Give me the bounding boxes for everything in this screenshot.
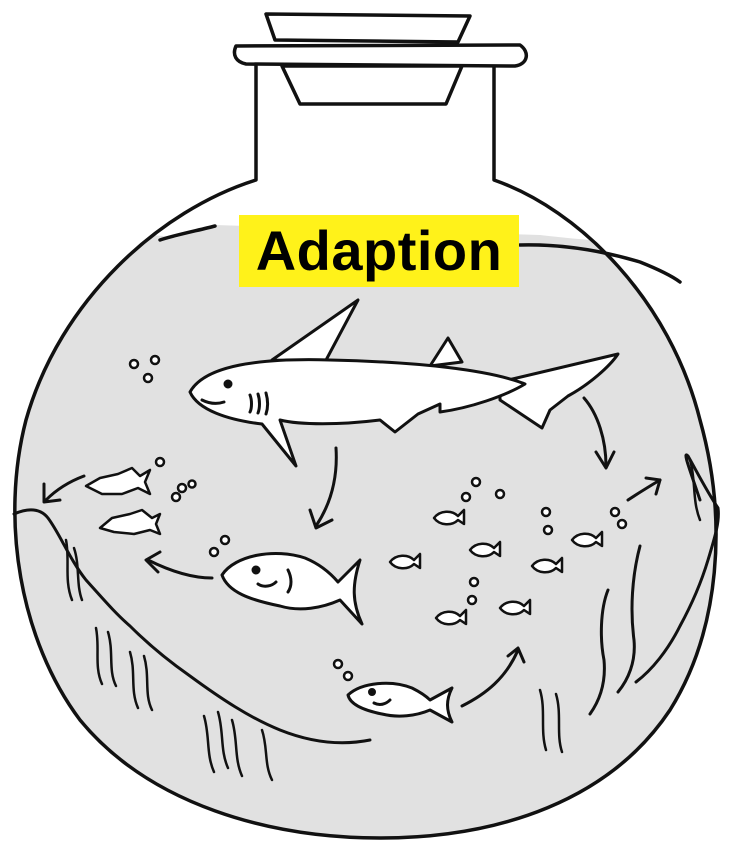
cork-icon — [234, 14, 526, 104]
water — [0, 225, 736, 841]
title-text: Adaption — [256, 223, 503, 279]
title-label: Adaption — [239, 215, 519, 287]
